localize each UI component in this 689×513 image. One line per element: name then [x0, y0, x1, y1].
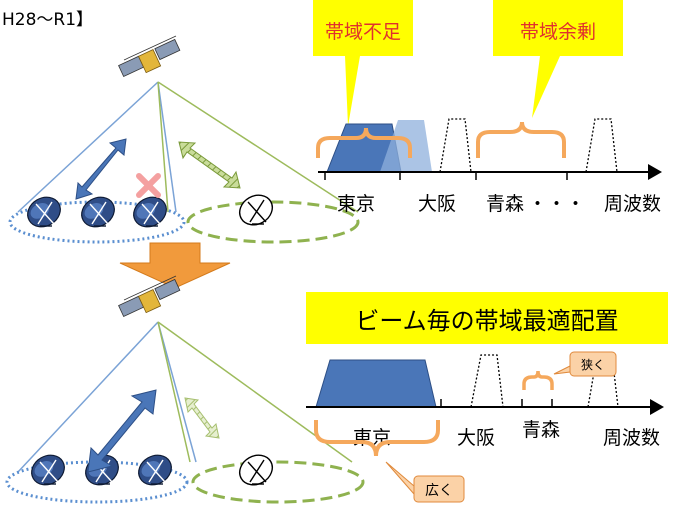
bracket-surplus [476, 121, 566, 158]
period-label: H28〜R1】 [2, 10, 93, 30]
beam-line-right [157, 81, 177, 213]
axis-label-osaka: 大阪 [418, 193, 456, 215]
callout-surplus-box [493, 0, 623, 118]
beam-coverage-blue [8, 200, 186, 244]
callout-shortage-text: 帯域不足 [325, 21, 401, 43]
tokyo-band-shape [315, 359, 437, 408]
beam-line-green-left [157, 321, 191, 463]
beam-line-left [17, 321, 159, 473]
bracket-narrow [522, 370, 554, 390]
axis-label-frequency: 周波数 [603, 427, 660, 449]
top-beam-diagram [8, 35, 360, 244]
dish-icon [21, 190, 67, 234]
beam-coverage-green [186, 200, 360, 244]
tag-narrow-box [569, 351, 617, 377]
callout-surplus-text: 帯域余剰 [520, 21, 596, 43]
satellite-icon [118, 35, 181, 77]
cross-icon [136, 173, 161, 198]
dish-icon [233, 448, 279, 492]
beam-line-green-right [157, 81, 359, 213]
bracket-shortage [316, 127, 412, 158]
double-arrow-hatched-icon [178, 141, 241, 189]
tag-narrow-text: 狭く [581, 358, 605, 372]
bracket-wide [314, 420, 440, 457]
tag-narrow-pointer [553, 365, 571, 375]
axis-arrowhead [648, 164, 662, 180]
tokyo-band-overflow [380, 120, 432, 172]
dish-icon [127, 190, 173, 234]
satellite-icon [118, 275, 181, 317]
osaka-band-shape [470, 354, 504, 408]
beam-line-green-left [157, 81, 169, 213]
double-arrow-blue-icon [75, 138, 127, 200]
dish-icon [75, 190, 121, 234]
axis-label-aomori: 青森 [486, 193, 524, 215]
top-frequency-chart: 帯域不足 帯域余剰 東京 大阪 青森 ・・・ 周波数 [313, 0, 662, 215]
axis-label-frequency: 周波数 [604, 193, 661, 215]
band-shape [585, 118, 618, 173]
bottom-frequency-chart: ビーム毎の帯域最適配置 狭く 東京 大阪 青森 周波数 広く [306, 292, 668, 503]
beam-coverage-green [191, 460, 365, 504]
transition-arrow-icon [119, 242, 231, 289]
axis-label-ellipsis: ・・・ [528, 193, 585, 215]
title-box [306, 292, 668, 344]
dish-icon [132, 448, 178, 492]
title-box-text: ビーム毎の帯域最適配置 [355, 307, 618, 335]
axis-label-aomori: 青森 [522, 419, 560, 441]
osaka-band-shape [439, 118, 472, 173]
beam-line-right [157, 321, 197, 463]
beam-line-left [17, 81, 159, 213]
tag-wide-pointer [385, 461, 415, 496]
axis-label-tokyo: 東京 [337, 193, 375, 215]
tag-wide-text: 広く [425, 483, 453, 499]
axis-label-osaka: 大阪 [457, 427, 495, 449]
axis-arrowhead [650, 399, 664, 415]
double-arrow-hatched-thin-icon [184, 397, 220, 439]
double-arrow-blue-large-icon [87, 389, 157, 473]
dish-icon [233, 188, 279, 232]
callout-shortage-box [313, 0, 413, 126]
